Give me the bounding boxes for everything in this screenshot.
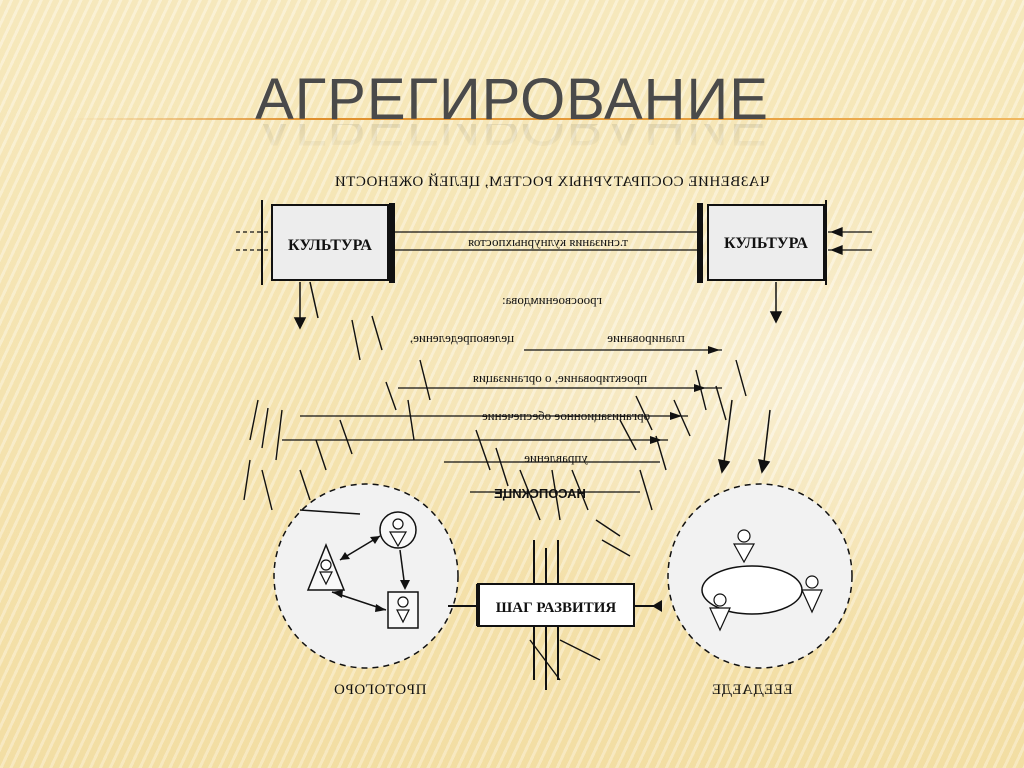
culture-right-label: КУЛЬТУРА xyxy=(724,235,808,252)
step-1-text-b: планирование xyxy=(607,330,685,345)
step-3-arrowhead xyxy=(670,412,682,420)
step-4-arrowhead xyxy=(650,436,662,444)
step-2-text: проектирование, о организация xyxy=(473,370,647,385)
diagram-top-caption: ЧАЗВЕНИЕ СОСПРАТУРНЫХ РОСТЕМ, ЦЕЛЕЙ ОЖЕН… xyxy=(334,173,769,190)
right-circle-group xyxy=(667,483,853,669)
culture-box-right: КУЛЬТУРА xyxy=(697,200,827,285)
bottom-right-caption: ЕЕЕДАЕДЕ xyxy=(711,682,792,698)
down-arrows xyxy=(293,281,783,474)
culture-box-left: КУЛЬТУРА xyxy=(261,200,395,285)
step-1-text-a: целевопределение, xyxy=(410,330,514,345)
person-node-top xyxy=(379,511,417,549)
title-underline-rule xyxy=(70,118,1024,120)
left-circle xyxy=(273,483,459,669)
step-center-label: ШАГ РАЗВИТИЯ xyxy=(496,600,617,616)
group-ellipse xyxy=(701,565,803,615)
bottom-left-caption: ПРОТОГОРО xyxy=(334,682,427,698)
process-steps: целевопределение, планирование проектиро… xyxy=(282,330,722,501)
scan-artifacts xyxy=(243,315,747,681)
step-5-text: управление xyxy=(524,450,588,465)
left-circle-group xyxy=(273,483,459,669)
step-center-group: ШАГ РАЗВИТИЯ xyxy=(448,540,662,690)
step-3-text: организационное обеспечение xyxy=(482,408,650,423)
step-1-arrowhead xyxy=(708,346,720,354)
culture-link-text: т.снизания кулнурныхпостоя xyxy=(468,234,628,249)
step-6-text: НАСОПСКИЦЕ xyxy=(494,486,586,501)
culture-left-label: КУЛЬТУРА xyxy=(288,237,372,254)
slide-title: АГРЕГИРОВАНИЕ xyxy=(255,67,769,132)
outer-arrows xyxy=(236,227,872,255)
process-heading: гроосвоенимдова: xyxy=(502,292,602,307)
